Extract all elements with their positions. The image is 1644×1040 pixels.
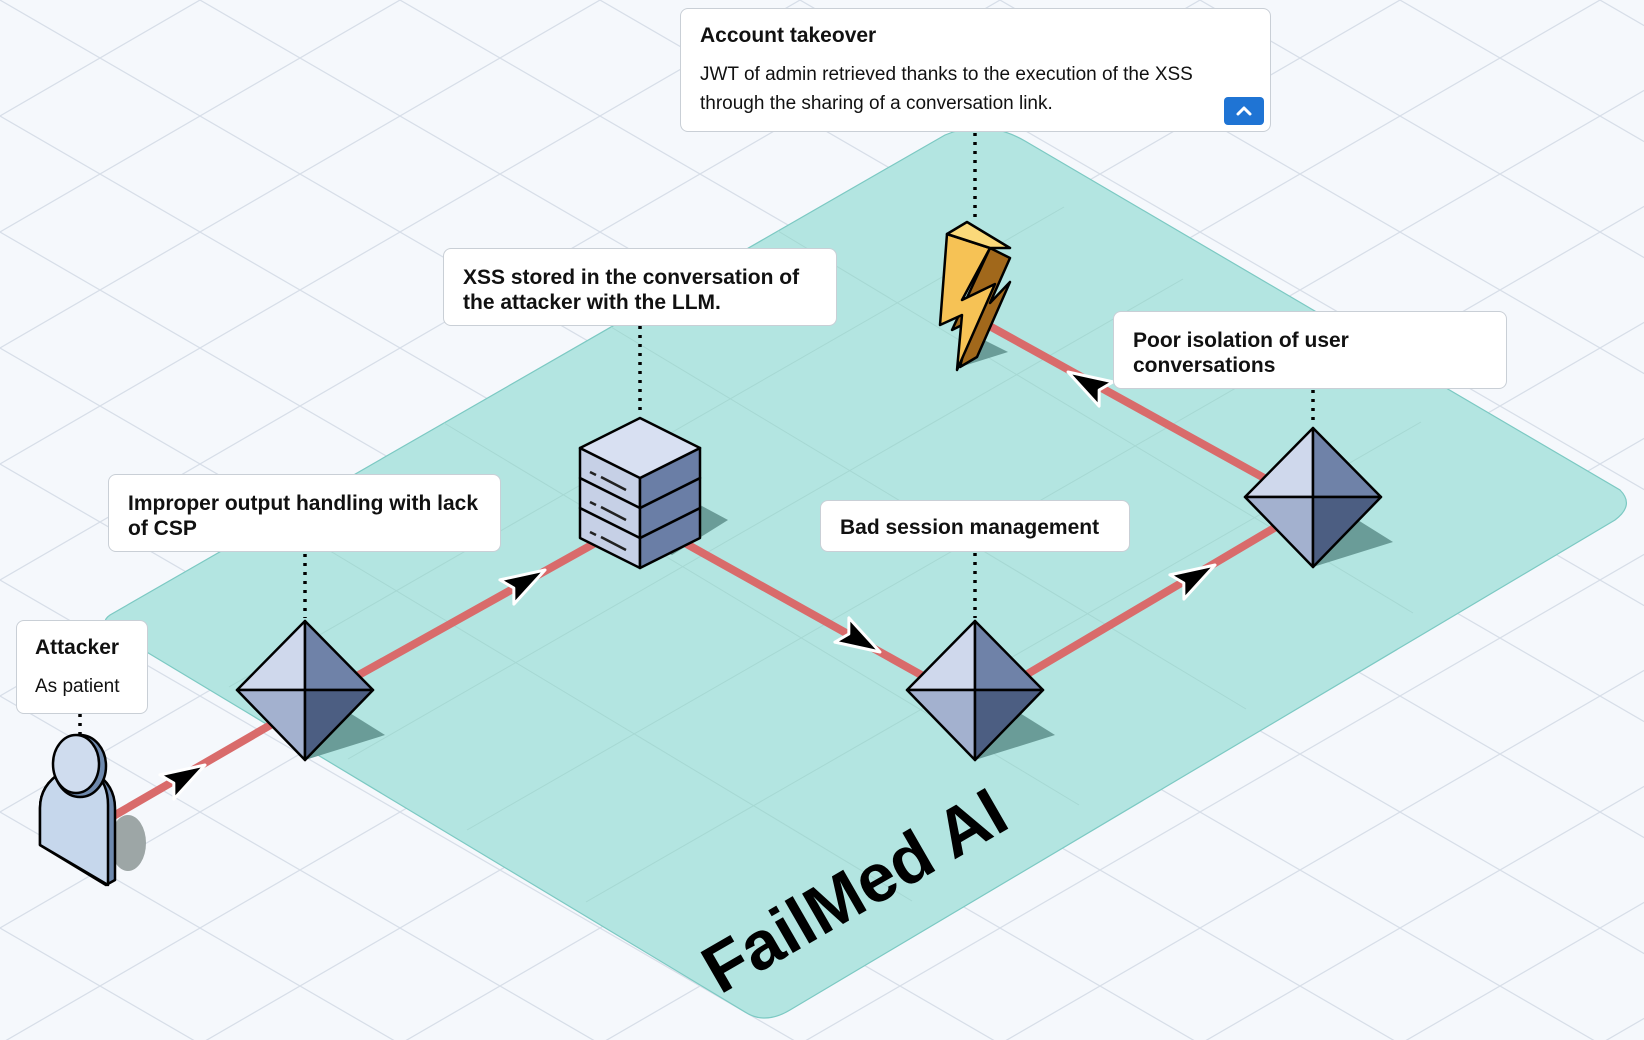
collapse-button[interactable]	[1224, 97, 1264, 125]
edge-isolation-to-takeover	[971, 314, 1317, 509]
shadow	[305, 710, 385, 760]
edge-session-to-isolation	[971, 501, 1317, 709]
xss-stored-title: XSS stored in the conversation of the at…	[463, 266, 800, 314]
improper-output-title: Improper output handling with lack of CS…	[128, 492, 478, 540]
chevron-up-icon	[1236, 106, 1252, 116]
arrowhead	[833, 616, 882, 654]
edge-xss-to-session	[636, 514, 979, 709]
diamond-icon	[905, 619, 1045, 762]
diamond-icon	[235, 619, 375, 762]
attacker-label[interactable]: Attacker As patient	[16, 620, 148, 714]
account-takeover-label[interactable]: Account takeover JWT of admin retrieved …	[680, 8, 1271, 132]
bad-session-label[interactable]: Bad session management	[820, 500, 1130, 552]
poor-isolation-title: Poor isolation of user conversations	[1133, 329, 1349, 377]
bad-session-title: Bad session management	[840, 516, 1100, 539]
user-icon	[38, 733, 117, 887]
diamond-icon	[1243, 426, 1383, 569]
arrowhead	[498, 568, 547, 606]
attacker-node[interactable]	[38, 733, 146, 887]
account-takeover-description: JWT of admin retrieved thanks to the exe…	[700, 64, 1193, 114]
attacker-description: As patient	[35, 676, 120, 697]
improper-output-label[interactable]: Improper output handling with lack of CS…	[108, 474, 501, 552]
poor-isolation-node[interactable]	[1243, 426, 1393, 569]
label-connectors	[78, 133, 1315, 740]
flow-arrows	[158, 370, 1217, 801]
server-stack-icon	[578, 416, 702, 570]
edge-improper-to-xss	[301, 514, 644, 709]
attacker-title: Attacker	[35, 636, 120, 659]
arrowhead	[158, 763, 207, 801]
arrowhead	[1066, 370, 1115, 408]
xss-stored-node[interactable]	[578, 416, 728, 570]
shadow	[1313, 517, 1393, 567]
account-takeover-title: Account takeover	[700, 24, 877, 47]
arrowhead	[1168, 563, 1217, 601]
shadow	[110, 815, 146, 871]
server-vents	[589, 470, 627, 552]
poor-isolation-label[interactable]: Poor isolation of user conversations	[1113, 311, 1507, 389]
bad-session-node[interactable]	[905, 619, 1055, 762]
improper-output-node[interactable]	[235, 619, 385, 762]
lightning-icon	[938, 220, 1012, 372]
xss-stored-label[interactable]: XSS stored in the conversation of the at…	[443, 248, 837, 326]
account-takeover-node[interactable]	[938, 220, 1012, 372]
flow-edges	[106, 314, 1317, 822]
shadow	[975, 710, 1055, 760]
